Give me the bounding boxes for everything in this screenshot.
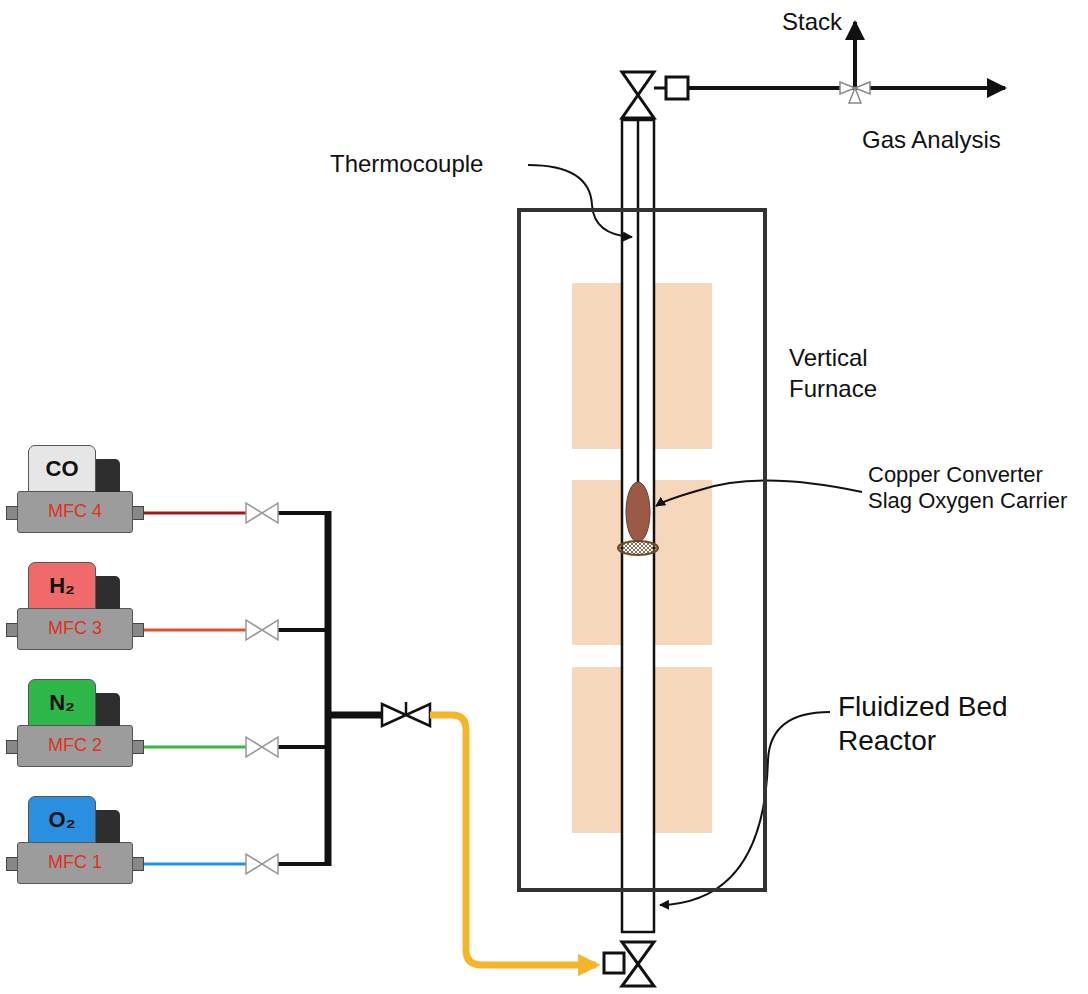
leader-line: [656, 480, 862, 506]
outlet-label: Stack: [782, 8, 862, 37]
branch-pipe: [278, 513, 326, 864]
manifold-outlet: [328, 712, 382, 719]
furnace-label: Vertical Furnace: [789, 342, 929, 404]
valve-symbol: [246, 737, 278, 757]
stack-pipe: [853, 22, 857, 88]
fitting: [132, 740, 144, 754]
mesh-plate: [618, 541, 658, 555]
manifold-header: [325, 511, 332, 866]
valve-symbol: [840, 82, 870, 103]
actuator: [604, 953, 624, 973]
gas-name: CO: [29, 456, 95, 482]
pipe: [654, 87, 666, 90]
oxygen-carrier: [626, 482, 650, 542]
gas-name: H₂: [29, 573, 95, 599]
component-label: Copper Converter Slag Oxygen Carrier: [868, 462, 1073, 515]
furnace-box: Vertical Furnace: [517, 208, 767, 892]
gas-head: N₂: [28, 679, 96, 726]
reactor-tube: [622, 120, 654, 932]
mfc-body: MFC 4: [17, 491, 133, 533]
mfc-cap: [92, 576, 120, 609]
valve-stem: [405, 702, 408, 715]
valve-symbol: [246, 854, 278, 874]
h2-line: [142, 629, 246, 632]
fitting: [132, 506, 144, 520]
mfc-cap: [92, 693, 120, 726]
valve-symbol: [246, 503, 278, 523]
gas-head: O₂: [28, 796, 96, 843]
gas-head: H₂: [28, 562, 96, 609]
fitting: [132, 623, 144, 637]
mfc-body: MFC 3: [17, 608, 133, 650]
feed-tube: [430, 715, 596, 965]
mfc-body: MFC 1: [17, 842, 133, 884]
main-valve: [382, 702, 430, 726]
leader-line: [660, 712, 830, 905]
valve-symbol: [246, 620, 278, 640]
mass-flow-controller: MFC 4 CO: [6, 445, 144, 537]
leader-line: [528, 165, 632, 237]
mfc-body: MFC 2: [17, 725, 133, 767]
manifold: [278, 511, 382, 866]
outlet-label: Gas Analysis: [862, 126, 1042, 155]
line-valves: [246, 503, 278, 874]
actuator: [666, 77, 688, 99]
bottom-valve: [604, 942, 654, 986]
co-line: [142, 512, 246, 515]
gas-name: N₂: [29, 690, 95, 716]
top-valve: [622, 72, 688, 118]
component-label: Fluidized Bed Reactor: [838, 690, 1038, 757]
valve-symbol: [622, 72, 654, 118]
mfc-label: MFC 3: [18, 618, 132, 639]
mfc-cap: [92, 459, 120, 492]
o2-line: [142, 863, 246, 866]
mass-flow-controller: MFC 2 N₂: [6, 679, 144, 771]
mfc-label: MFC 4: [18, 501, 132, 522]
three-way-valve: [840, 82, 870, 103]
valve-symbol: [622, 942, 654, 986]
n2-line: [142, 746, 246, 749]
mfc-label: MFC 1: [18, 852, 132, 873]
gas-name: O₂: [29, 807, 95, 833]
mass-flow-controller: MFC 1 O₂: [6, 796, 144, 888]
component-label: Thermocouple: [330, 150, 525, 179]
thermocouple-rod: [637, 120, 640, 500]
mfc-label: MFC 2: [18, 735, 132, 756]
mfc-cap: [92, 810, 120, 843]
fitting: [132, 857, 144, 871]
mass-flow-controller: MFC 3 H₂: [6, 562, 144, 654]
gas-head: CO: [28, 445, 96, 492]
gas-lines: [142, 513, 246, 864]
